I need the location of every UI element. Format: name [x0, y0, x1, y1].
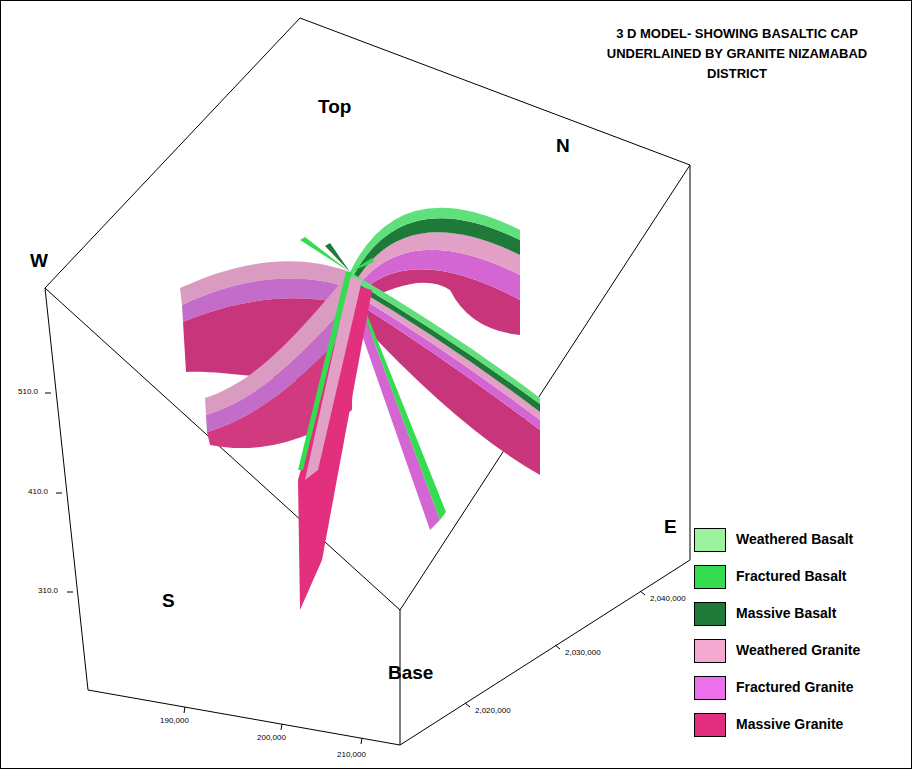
legend-text: Massive Basalt	[736, 605, 836, 621]
direction-label: E	[664, 516, 677, 538]
axis-tick: 190,000	[160, 716, 189, 725]
axis-tick: 200,000	[257, 733, 286, 742]
legend-text: Massive Granite	[736, 716, 843, 732]
axis-tick: 310.0	[38, 586, 58, 595]
axis-tick: 510.0	[18, 387, 38, 396]
legend-swatch	[694, 713, 726, 737]
direction-label: N	[556, 135, 570, 157]
legend-swatch	[694, 639, 726, 663]
legend-text: Fractured Granite	[736, 679, 853, 695]
legend-swatch	[694, 565, 726, 589]
legend-text: Fractured Basalt	[736, 568, 846, 584]
diagram-title: 3 D MODEL- SHOWING BASALTIC CAP UNDERLAI…	[592, 24, 882, 84]
legend-text: Weathered Granite	[736, 642, 860, 658]
face-label: Base	[388, 662, 433, 684]
direction-label: S	[162, 590, 175, 612]
axis-tick: 210,000	[337, 750, 366, 759]
legend-swatch	[694, 528, 726, 552]
axis-tick: 2,020,000	[475, 706, 511, 715]
axis-tick: 410.0	[28, 487, 48, 496]
axis-tick: 2,040,000	[650, 594, 686, 603]
face-label: Top	[318, 96, 351, 118]
legend-swatch	[694, 602, 726, 626]
legend-swatch	[694, 676, 726, 700]
legend-text: Weathered Basalt	[736, 531, 853, 547]
axis-tick: 2,030,000	[565, 648, 601, 657]
direction-label: W	[30, 250, 48, 272]
